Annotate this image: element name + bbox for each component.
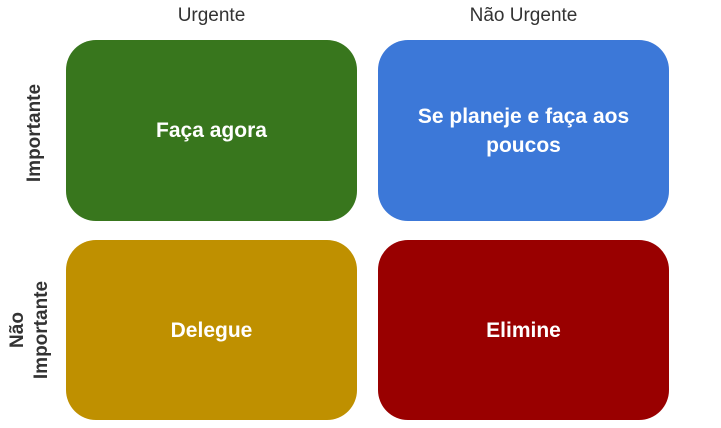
quadrant-delegate: Delegue [66, 240, 357, 420]
quadrant-eliminate-label: Elimine [486, 318, 561, 342]
quadrant-plan-label: Se planeje e faça aos poucos [417, 104, 630, 157]
quadrant-plan: Se planeje e faça aos poucos [378, 40, 669, 221]
row-header-important: Importante [24, 83, 45, 183]
quadrant-delegate-label: Delegue [170, 318, 253, 342]
quadrant-do-now-label: Faça agora [156, 119, 267, 142]
quadrant-eliminate: Elimine [378, 240, 669, 420]
column-header-not-urgent: Não Urgente [469, 5, 578, 26]
quadrant-do-now: Faça agora [66, 40, 357, 221]
column-header-urgent: Urgente [177, 5, 246, 26]
row-header-not-important: Não Importante [7, 280, 52, 380]
